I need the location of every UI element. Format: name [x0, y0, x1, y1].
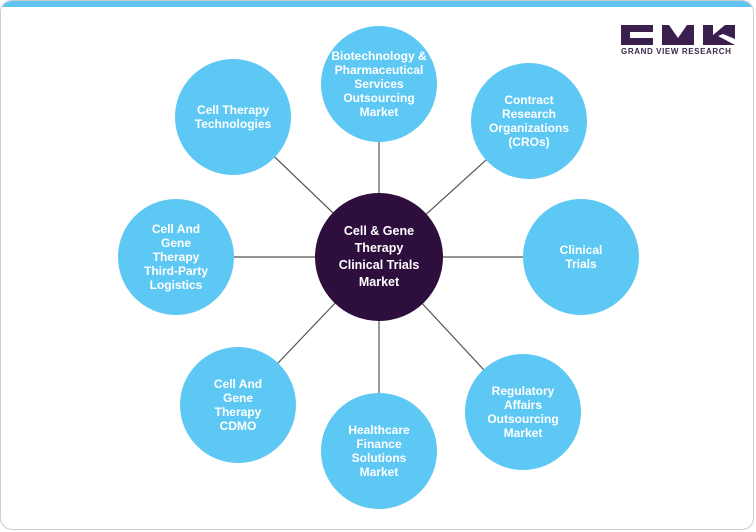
node-regulatory-label-line: Regulatory — [491, 384, 555, 398]
node-cdmo-label-line: Cell And — [213, 377, 263, 391]
node-logistics-label-line: Logistics — [149, 278, 203, 292]
node-regulatory-label-line: Outsourcing — [487, 412, 559, 426]
node-logistics-label-line: Therapy — [152, 250, 200, 264]
node-cro-label-line: Contract — [504, 93, 554, 107]
node-regulatory-label-line: Market — [503, 426, 543, 440]
node-biotech-label-line: Services — [354, 77, 404, 91]
node-cdmo-label-line: CDMO — [219, 419, 257, 433]
node-clinical-trials-label-line: Trials — [565, 257, 597, 271]
node-clinical-trials-label-line: Clinical — [559, 243, 603, 257]
node-logistics-label-line: Gene — [160, 236, 191, 250]
node-cdmo-label-line: Gene — [222, 391, 253, 405]
logo-mark-icon — [621, 25, 735, 45]
node-regulatory-label-line: Affairs — [503, 398, 542, 412]
logo-wordmark: GRAND VIEW RESEARCH — [621, 47, 732, 56]
node-healthcare-finance-label-line: Healthcare — [348, 423, 410, 437]
node-cro-label-line: Research — [501, 107, 557, 121]
node-biotech-label-line: Market — [359, 105, 399, 119]
node-logistics-label-line: Cell And — [151, 222, 201, 236]
node-cro-label-line: (CROs) — [508, 135, 550, 149]
node-logistics-label-line: Third-Party — [143, 264, 208, 278]
node-center-market-label-line: Therapy — [354, 241, 404, 255]
node-center-market-label-line: Market — [358, 275, 400, 289]
node-healthcare-finance-label-line: Solutions — [351, 451, 407, 465]
node-biotech-label-line: Outsourcing — [343, 91, 415, 105]
node-cell-therapy-tech-label-line: Cell Therapy — [196, 103, 269, 117]
node-center-market-label-line: Clinical Trials — [338, 258, 420, 272]
node-center-market-label-line: Cell & Gene — [343, 224, 415, 238]
node-healthcare-finance-label-line: Market — [359, 465, 399, 479]
node-biotech-label-line: Biotechnology & — [331, 49, 427, 63]
node-healthcare-finance-label-line: Finance — [356, 437, 402, 451]
top-accent-bar — [1, 1, 753, 7]
grand-view-research-logo: GRAND VIEW RESEARCH — [621, 25, 735, 65]
node-cdmo-label-line: Therapy — [214, 405, 262, 419]
node-biotech-label-line: Pharmaceutical — [334, 63, 424, 77]
node-cro-label-line: Organizations — [488, 121, 569, 135]
node-cell-therapy-tech-label-line: Technologies — [194, 117, 272, 131]
